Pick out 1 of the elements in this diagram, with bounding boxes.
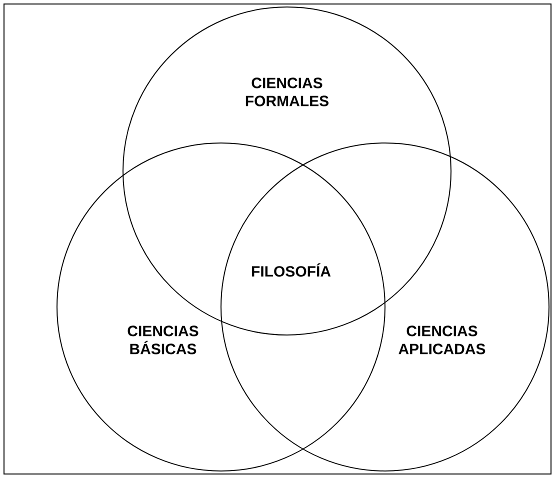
overlap-label: FILOSOFÍA	[252, 263, 331, 277]
